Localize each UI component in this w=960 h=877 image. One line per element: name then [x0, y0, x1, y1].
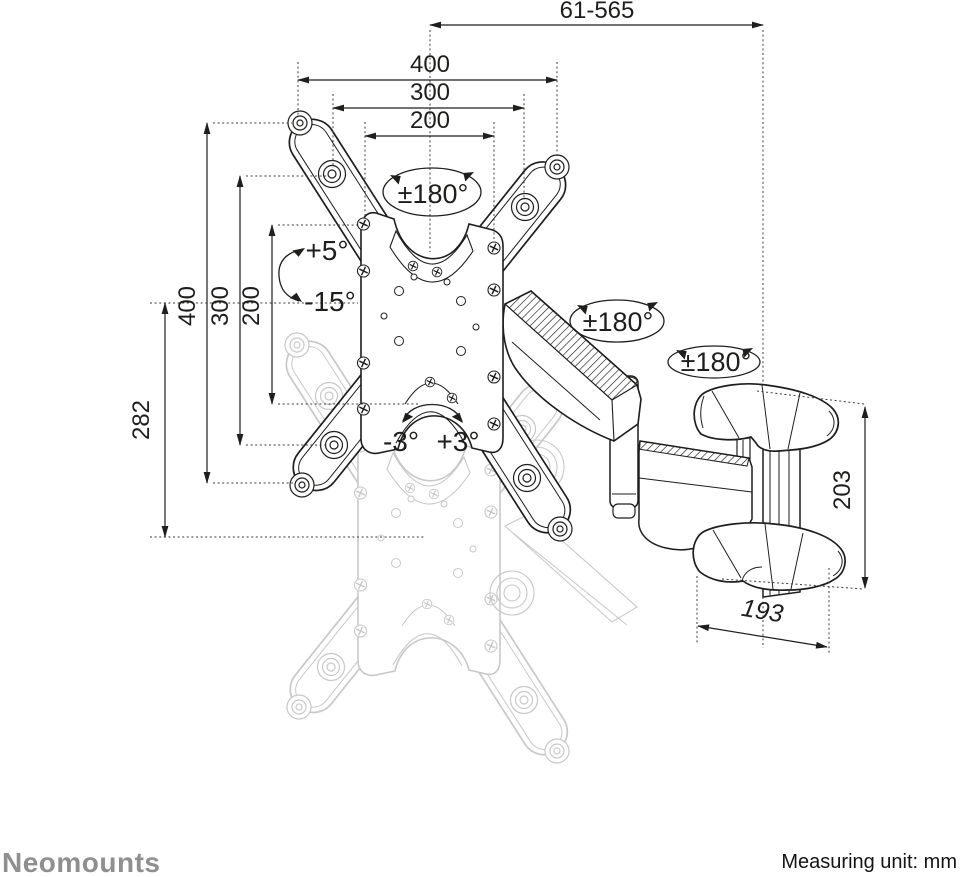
dim-bracket-depth-193: 193	[697, 594, 828, 649]
dimension-layer: 61-565 400 300 200 400 300 200 28	[128, 0, 869, 655]
dim-width-400: 400	[297, 51, 558, 84]
angle-swivel-left-label: -3°	[383, 426, 419, 457]
dim-width-300: 300	[332, 79, 525, 112]
angle-tilt-down-label: -15°	[304, 286, 356, 317]
tilt-housing	[502, 290, 642, 443]
dim-wall-distance: 61-565	[429, 0, 764, 29]
angle-swivel-right-label: +3°	[436, 426, 479, 457]
brand-logo: Neomounts	[2, 847, 161, 877]
wall-cover-top	[693, 383, 840, 453]
dim-height-400: 400	[174, 122, 211, 484]
measuring-unit-note: Measuring unit: mm	[781, 851, 957, 873]
dim-203-label: 203	[829, 470, 856, 510]
dim-height-200-label: 200	[238, 286, 265, 326]
angle-plate-rotation-label: ±180°	[398, 179, 469, 209]
dim-height-300: 300	[207, 175, 244, 446]
dim-height-282: 282	[128, 302, 169, 538]
footer: Neomounts Measuring unit: mm	[2, 847, 957, 877]
dim-wall-distance-label: 61-565	[560, 0, 635, 24]
angle-tilt: +5° -15°	[278, 235, 356, 317]
angle-arm-rotation-label: ±180°	[583, 307, 654, 337]
dim-193-label: 193	[739, 594, 785, 629]
dim-width-200-label: 200	[410, 107, 450, 134]
dim-width-200: 200	[364, 107, 495, 140]
dim-height-200: 200	[238, 224, 276, 405]
angle-wall-rotation: ±180°	[667, 345, 761, 379]
angle-wall-rotation-label: ±180°	[681, 347, 752, 377]
angle-plate-rotation: ±180°	[382, 167, 482, 217]
angle-tilt-up-label: +5°	[305, 235, 348, 266]
dim-height-282-label: 282	[128, 400, 155, 440]
angle-arm-rotation: ±180°	[569, 299, 665, 343]
dim-bracket-height-203: 203	[829, 406, 869, 589]
dim-height-300-label: 300	[207, 286, 234, 326]
wall-cover-bottom	[692, 522, 846, 592]
dim-width-400-label: 400	[410, 51, 450, 78]
dim-width-300-label: 300	[410, 79, 450, 106]
angle-swivel: -3° +3°	[383, 403, 480, 457]
dim-height-400-label: 400	[174, 286, 201, 326]
arm-assembly	[502, 290, 846, 598]
